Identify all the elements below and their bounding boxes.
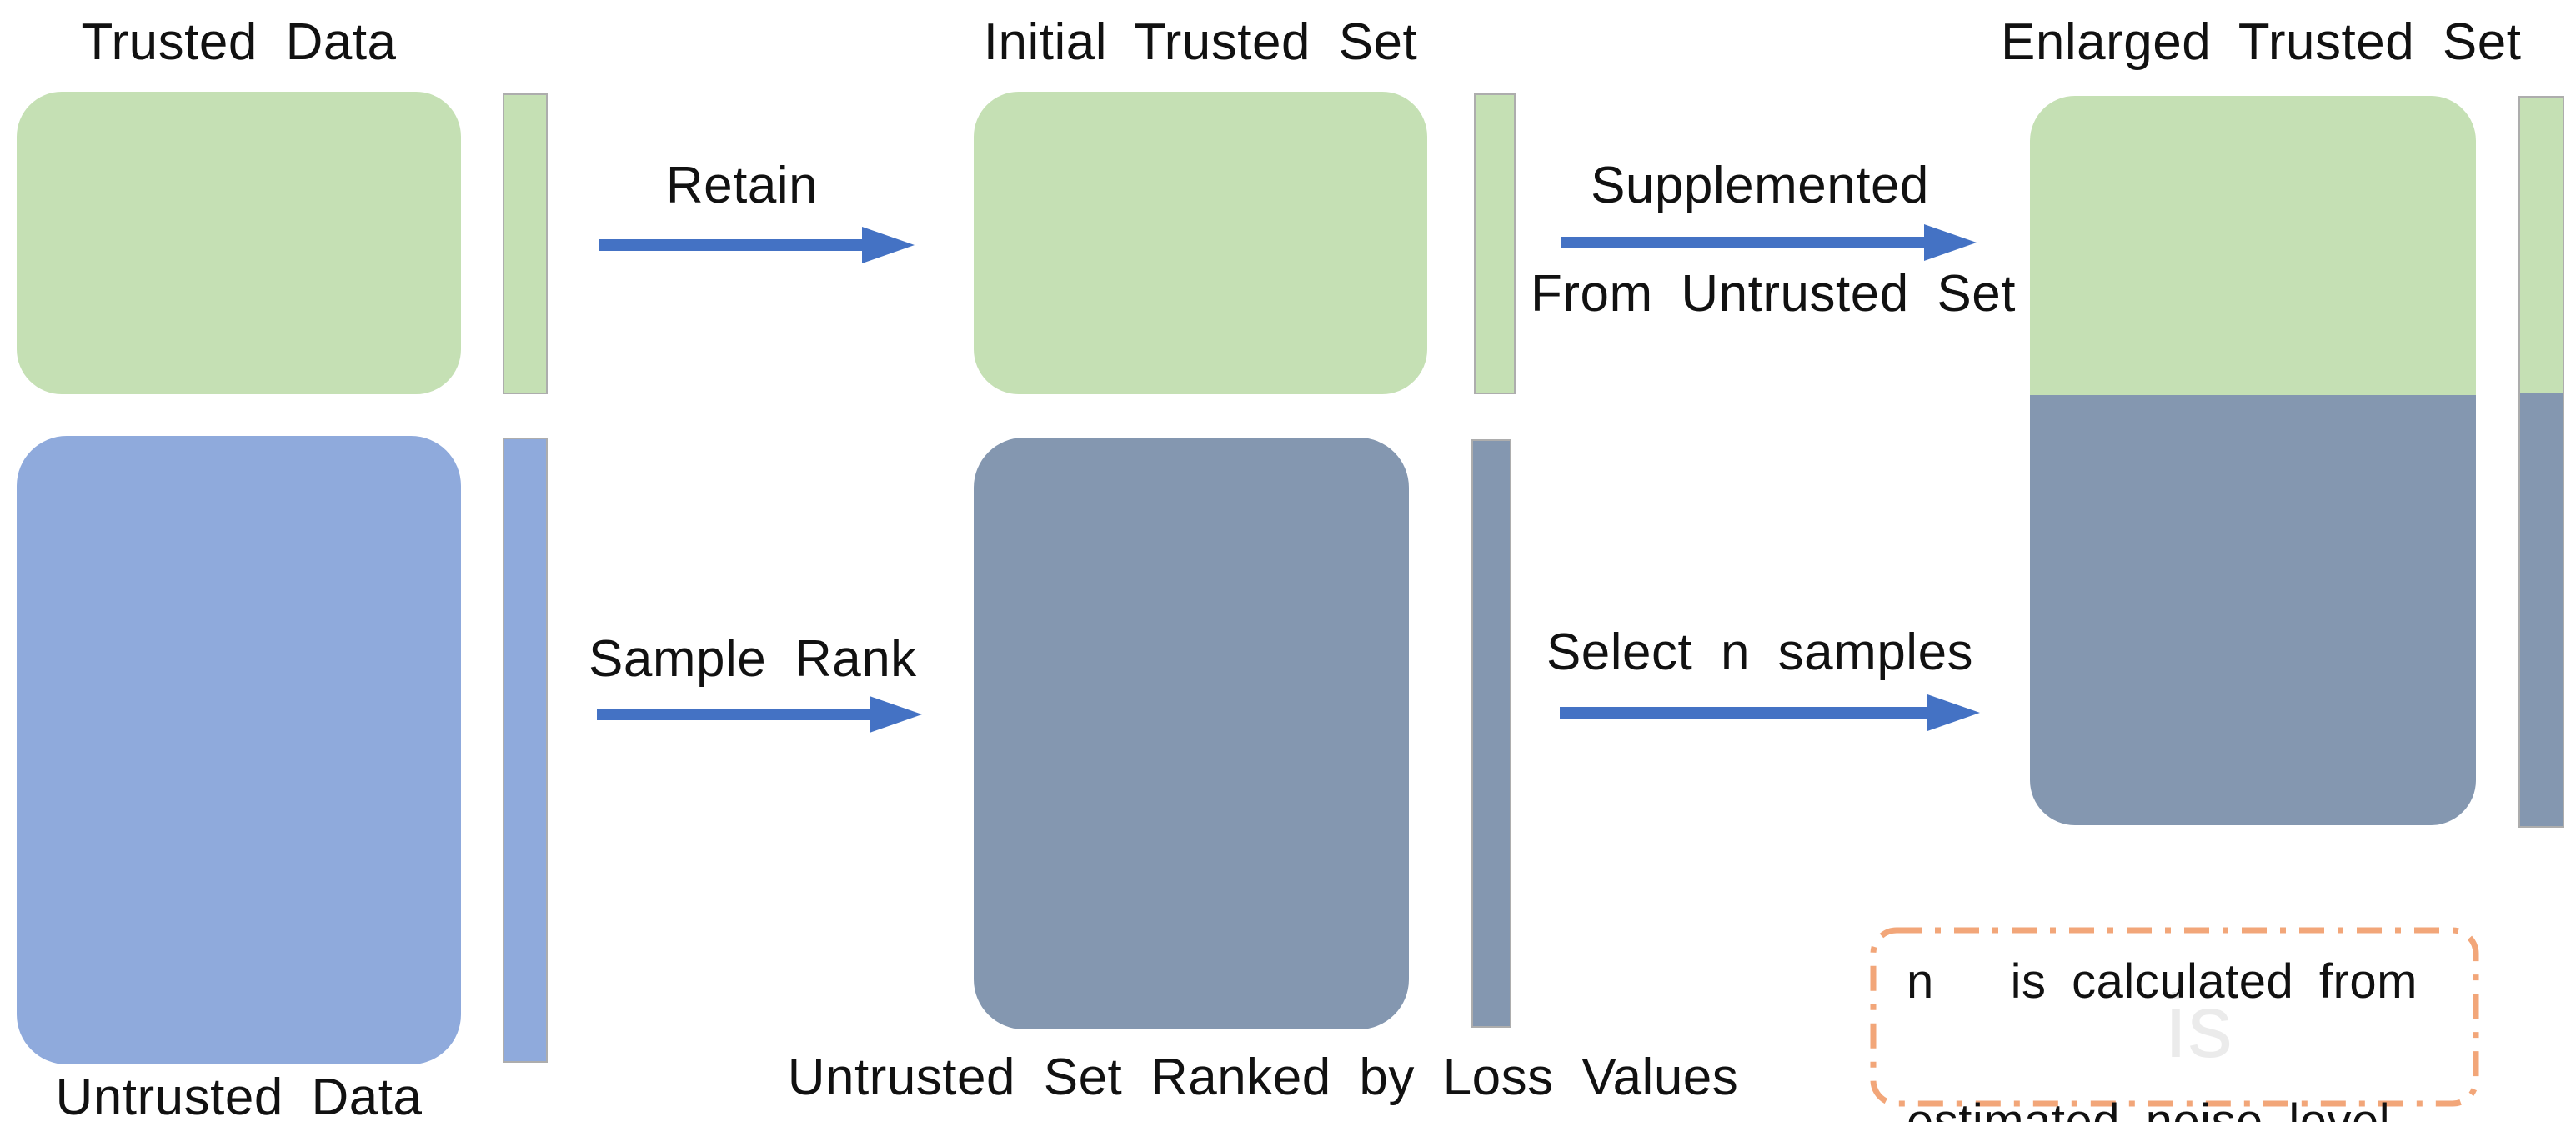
supplemented-arrow-sublabel: From Untrusted Set: [1531, 265, 2016, 323]
supplemented-arrow-label: Supplemented: [1591, 157, 1929, 214]
enlarged-green-segment: [2030, 96, 2476, 395]
note-box: n is calculated from estimated noise lev…: [1870, 927, 2479, 1122]
supplemented-arrow: [1561, 224, 1977, 261]
select-n-arrow: [1560, 694, 1980, 731]
enlarged-bar-slate-segment: [2520, 393, 2563, 826]
select-n-arrow-label: Select n samples: [1546, 624, 1974, 681]
trusted-data-rect: [17, 92, 461, 394]
watermark-text: is: [2166, 975, 2234, 1076]
untrusted-data-bar: [503, 438, 548, 1063]
enlarged-slate-segment: [2030, 395, 2476, 825]
initial-trusted-set-bar: [1474, 93, 1516, 394]
enlarged-trusted-set-label: Enlarged Trusted Set: [2001, 13, 2522, 71]
retain-arrow: [599, 227, 915, 263]
trusted-data-bar: [503, 93, 548, 394]
note-line-2: estimated noise level: [1907, 1094, 2391, 1122]
retain-arrow-label: Retain: [665, 157, 819, 214]
trusted-data-label: Trusted Data: [81, 13, 397, 71]
untrusted-data-rect: [17, 436, 461, 1064]
sample-rank-arrow-label: Sample Rank: [589, 630, 917, 688]
note-line-1: n is calculated from: [1907, 954, 2418, 1009]
untrusted-data-label: Untrusted Data: [55, 1069, 423, 1122]
enlarged-trusted-set-bar: [2518, 96, 2564, 828]
sample-rank-arrow: [597, 696, 922, 733]
enlarged-bar-green-segment: [2520, 98, 2563, 394]
untrusted-ranked-label: Untrusted Set Ranked by Loss Values: [787, 1049, 1739, 1106]
enlarged-trusted-set-rect: [2030, 96, 2476, 825]
initial-trusted-set-label: Initial Trusted Set: [983, 13, 1418, 71]
note-text: n is calculated from estimated noise lev…: [1907, 947, 2418, 1122]
untrusted-ranked-bar: [1471, 439, 1511, 1028]
note-box-dashed-border: [1870, 927, 2479, 1107]
initial-trusted-set-rect: [974, 92, 1427, 394]
untrusted-ranked-rect: [974, 438, 1409, 1029]
